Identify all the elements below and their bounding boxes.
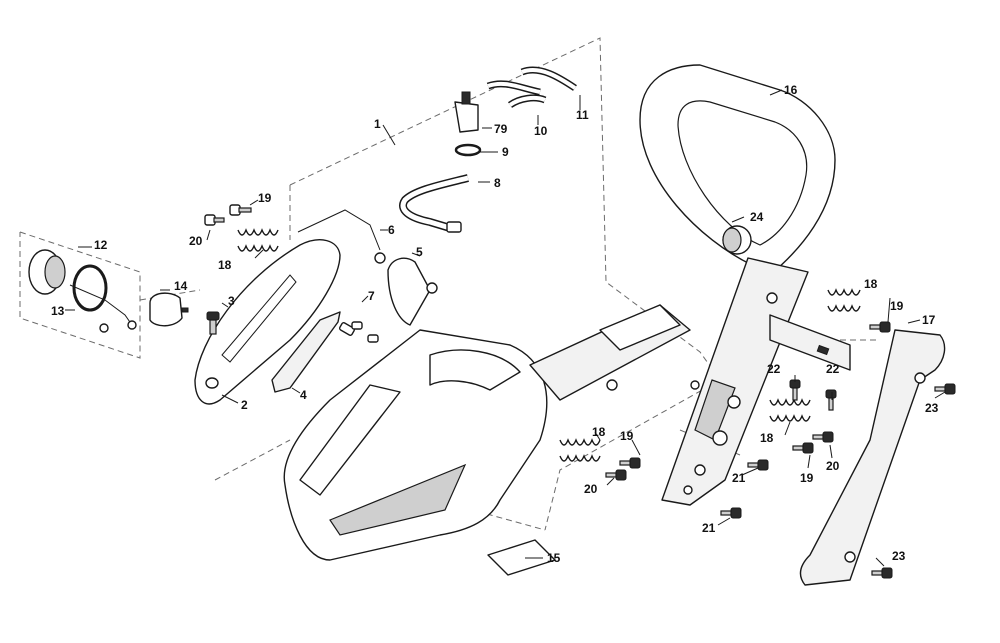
callout-7: 7 [368,289,375,303]
handle-bracket [769,314,851,371]
screws [204,204,956,579]
callout-labels: 1 2 3 4 5 6 7 8 9 10 11 12 13 14 15 16 1… [51,83,939,565]
handle-collar [722,225,752,255]
callout-1: 1 [374,117,381,131]
callout-8: 8 [494,176,501,190]
slider-part [271,311,341,393]
callout-5: 5 [416,245,423,259]
callout-13: 13 [51,304,65,318]
wire-spring [297,209,386,264]
callout-2: 2 [241,398,248,412]
cap-assembly [28,249,189,333]
callout-19-center: 19 [620,429,634,443]
callout-10: 10 [534,124,548,138]
callout-20-right: 20 [826,459,840,473]
callout-4: 4 [300,388,307,402]
front-handle-bar [639,64,836,506]
callout-22-right: 22 [826,362,840,376]
callout-21-upper: 21 [732,471,746,485]
callout-9: 9 [502,145,509,159]
callout-18-right: 18 [760,431,774,445]
callout-12: 12 [94,238,108,252]
callout-24: 24 [750,210,764,224]
callout-14: 14 [174,279,188,293]
side-cover [194,239,341,405]
callout-20-center: 20 [584,482,598,496]
fuel-line-parts [399,66,577,233]
callout-79: 79 [494,122,508,136]
label-plate [487,539,556,576]
callout-19-far-right: 19 [890,299,904,313]
callout-18-center: 18 [592,425,606,439]
callout-18-left: 18 [218,258,232,272]
curved-shield [387,257,438,326]
callout-6: 6 [388,223,395,237]
rear-handle-plate [799,329,946,586]
callout-19-right: 19 [800,471,814,485]
callout-18-far-right: 18 [864,277,878,291]
callout-3: 3 [228,294,235,308]
springs [237,228,861,462]
callout-21-lower: 21 [702,521,716,535]
screw-3 [206,311,220,335]
main-housing [283,304,700,561]
callout-20-left: 20 [189,234,203,248]
callout-19-left: 19 [258,191,272,205]
callout-15: 15 [547,551,561,565]
callout-11: 11 [576,108,589,122]
callout-22-left: 22 [767,362,781,376]
callout-23-lower: 23 [892,549,906,563]
callout-23-upper: 23 [925,401,939,415]
callout-16: 16 [784,83,798,97]
callout-17: 17 [922,313,936,327]
leader-lines [65,89,946,567]
pins [338,321,379,343]
